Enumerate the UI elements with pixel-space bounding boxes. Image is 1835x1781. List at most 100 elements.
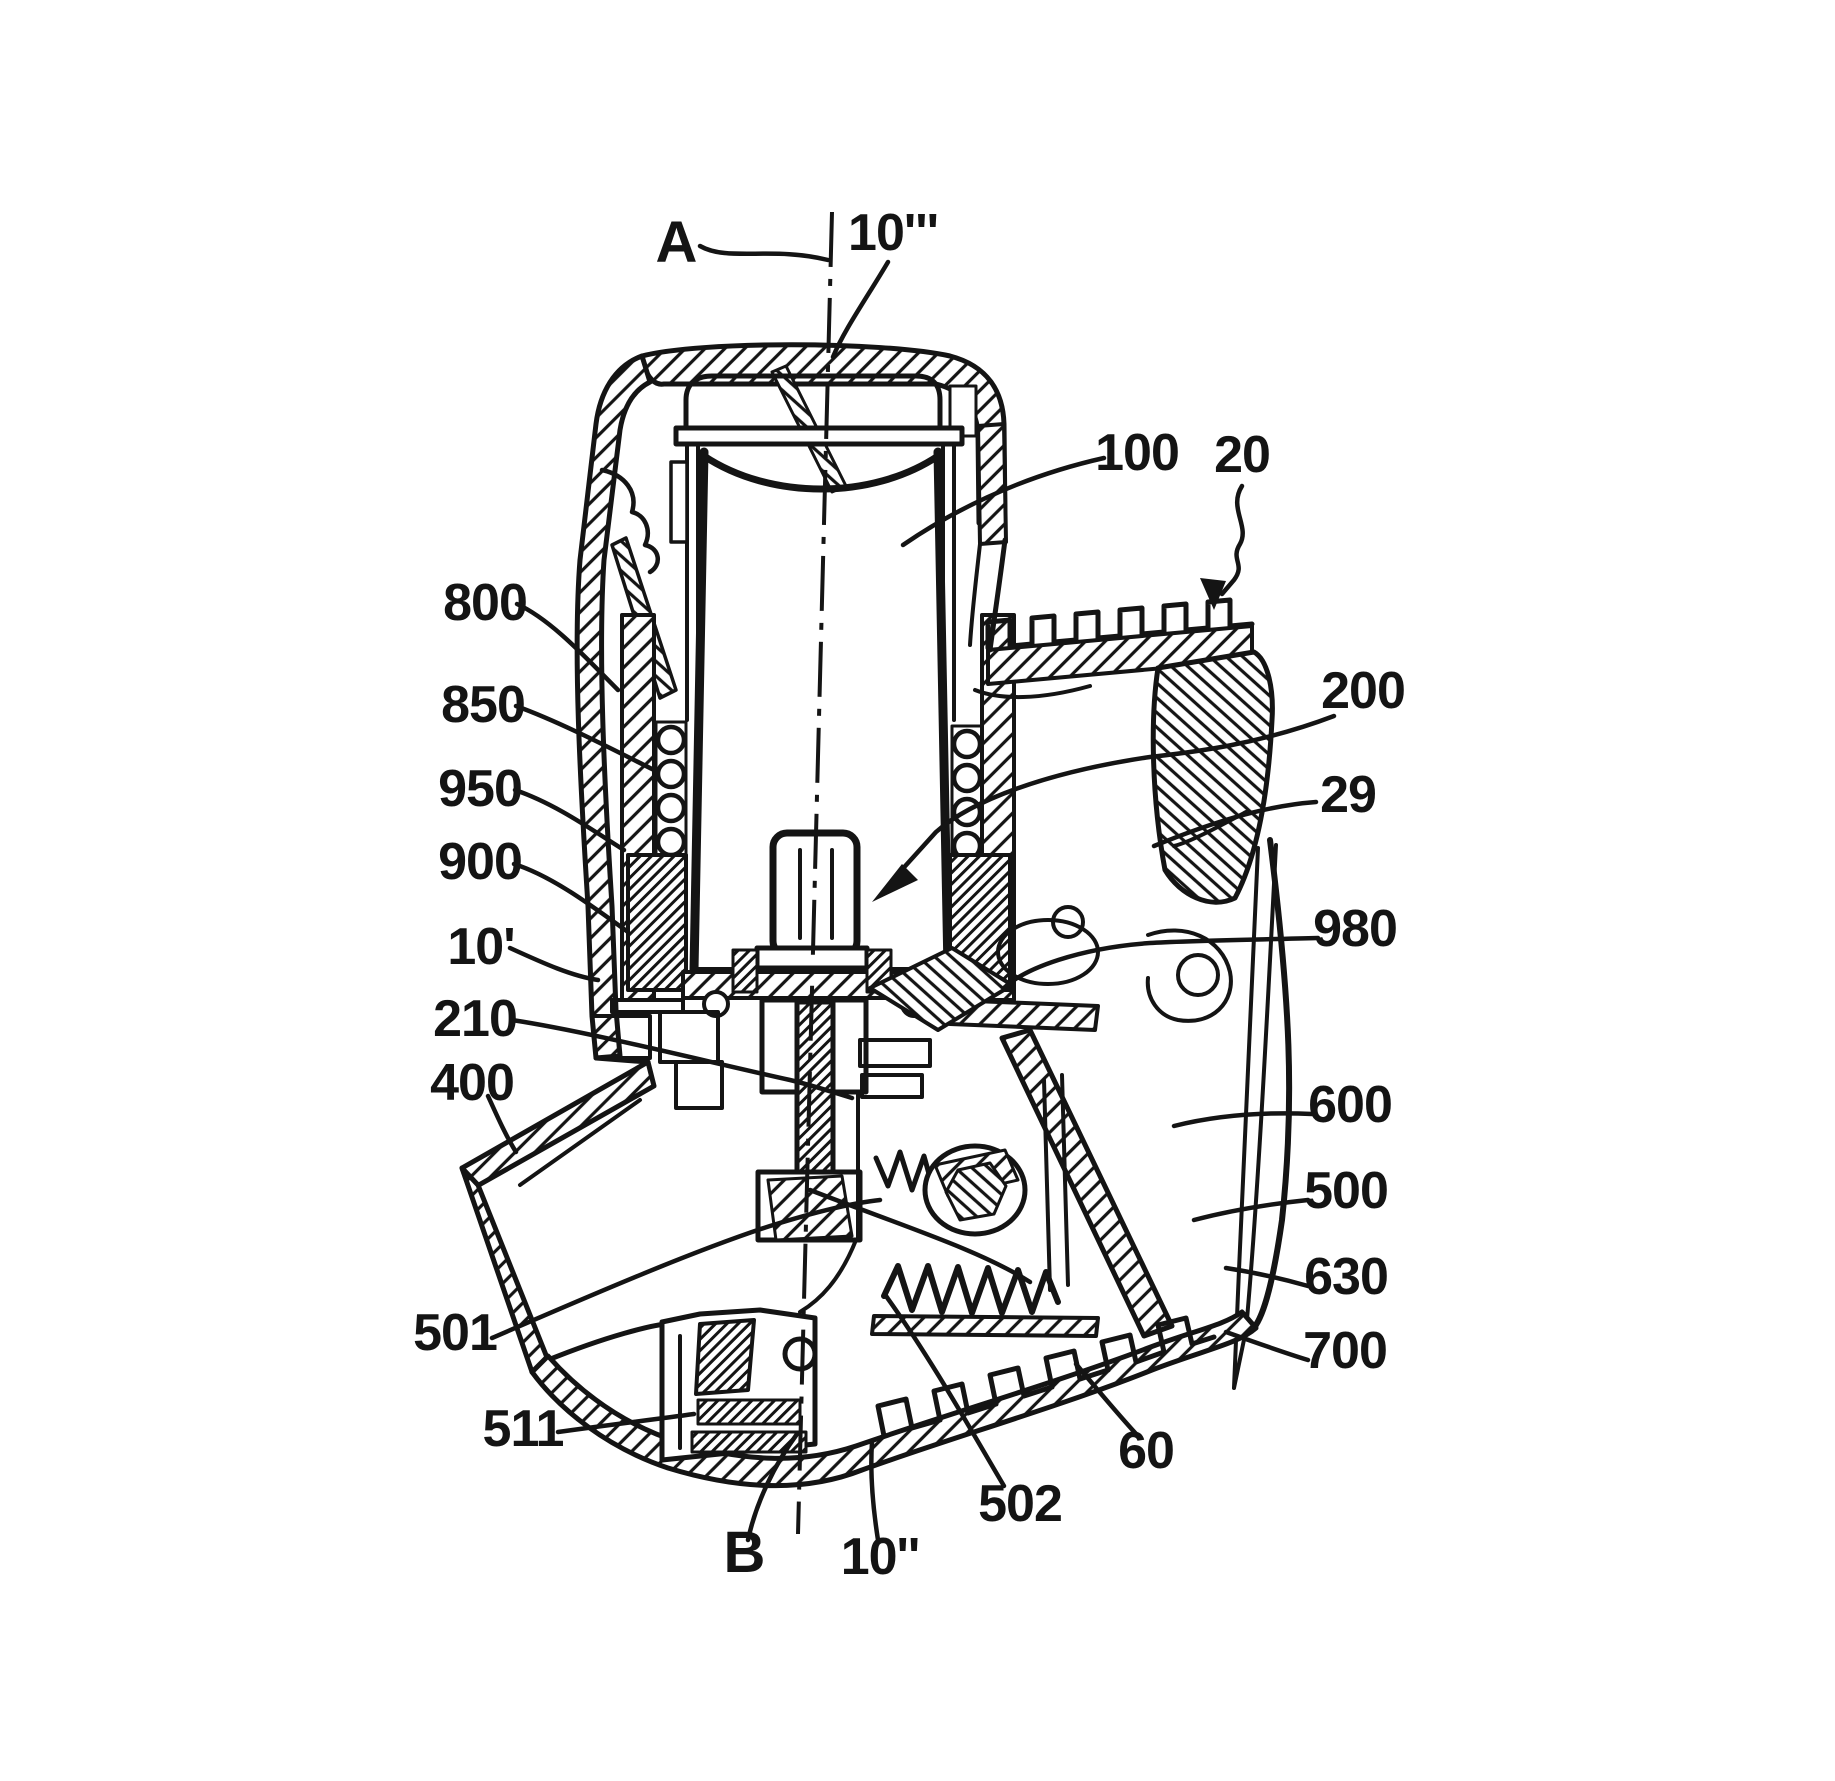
lever-arm-curve bbox=[807, 1187, 1033, 1285]
grip-block bbox=[1150, 649, 1275, 905]
leader-600 bbox=[1171, 1111, 1315, 1129]
spring-seat-bar bbox=[870, 1314, 1100, 1338]
holder-block-left bbox=[626, 853, 688, 992]
leader-lines bbox=[485, 243, 1337, 1543]
coil-spring-right bbox=[951, 728, 983, 862]
label-60: 60 bbox=[1118, 1422, 1174, 1480]
bottom-shell bbox=[529, 1309, 1259, 1489]
valve-slots bbox=[798, 848, 834, 940]
arrowhead-200 bbox=[872, 864, 918, 902]
shell-band bbox=[529, 1309, 1259, 1489]
axis-lines bbox=[796, 211, 834, 1535]
plug-ball bbox=[782, 1336, 818, 1372]
main-spring bbox=[881, 1263, 1061, 1316]
band-step-curve bbox=[973, 684, 1092, 700]
cup-flange bbox=[673, 425, 965, 447]
tube-inner-line bbox=[518, 1098, 642, 1187]
pawl-edge bbox=[798, 1090, 860, 1314]
label-980: 980 bbox=[1313, 900, 1397, 958]
plug-spring-b bbox=[690, 1430, 808, 1454]
band-connector-inner bbox=[968, 542, 982, 647]
band-connector bbox=[987, 537, 1008, 653]
leader-100 bbox=[900, 455, 1107, 548]
leader-800 bbox=[514, 601, 621, 693]
leader-10-triple bbox=[830, 259, 891, 360]
plug-core bbox=[694, 1318, 756, 1396]
canister-right-wall bbox=[933, 447, 953, 975]
cap-latch bbox=[599, 467, 660, 575]
label-10-double-prime: 10'' bbox=[841, 1528, 920, 1586]
label-850: 850 bbox=[441, 676, 525, 734]
label-10-triple-prime: 10''' bbox=[848, 204, 938, 262]
arrowhead-20 bbox=[1200, 578, 1226, 610]
coil-spring-left bbox=[655, 724, 687, 858]
leader-630 bbox=[1223, 1265, 1311, 1289]
leader-501 bbox=[489, 1197, 883, 1341]
support-block-b bbox=[674, 1060, 724, 1110]
cap-right-wall bbox=[976, 422, 1008, 546]
valve-assembly bbox=[610, 829, 1100, 1314]
valve-seal-left bbox=[731, 948, 759, 994]
leader-700 bbox=[1223, 1329, 1311, 1363]
label-900: 900 bbox=[438, 833, 522, 891]
label-10-prime: 10' bbox=[447, 918, 514, 976]
canister-left-wall bbox=[689, 447, 709, 975]
leader-10-double bbox=[869, 1439, 881, 1543]
leader-b bbox=[745, 1431, 800, 1543]
canister-top-dome bbox=[700, 452, 942, 493]
leader-400 bbox=[485, 1093, 519, 1155]
tube-lower-line bbox=[545, 1321, 668, 1363]
cup-slot bbox=[669, 460, 689, 544]
label-630: 630 bbox=[1304, 1248, 1388, 1306]
leader-500 bbox=[1191, 1197, 1311, 1223]
leader-200 bbox=[895, 713, 1337, 877]
leader-511 bbox=[555, 1411, 697, 1435]
leader-950 bbox=[512, 787, 627, 853]
shell-ratchet-teeth bbox=[875, 1315, 1217, 1439]
follower-rod bbox=[1042, 1073, 1070, 1292]
leader-502 bbox=[883, 1293, 1007, 1489]
actuator-mechanism bbox=[807, 905, 1233, 1339]
leader-60 bbox=[1073, 1361, 1141, 1439]
linkage-claw bbox=[1145, 928, 1233, 1023]
leader-900 bbox=[511, 861, 631, 935]
label-600: 600 bbox=[1308, 1076, 1392, 1134]
outer-right-wall bbox=[1249, 837, 1293, 1333]
bottom-plug bbox=[659, 1307, 818, 1463]
inner-wall-strip bbox=[1232, 843, 1278, 1390]
cap-top-wall bbox=[639, 342, 1008, 526]
ratchet-teeth-top bbox=[985, 597, 1255, 651]
label-400: 400 bbox=[430, 1054, 514, 1112]
linkage-roller bbox=[1176, 953, 1220, 997]
leader-a bbox=[697, 243, 831, 263]
linkage-pin bbox=[1051, 905, 1085, 939]
cam-hex bbox=[944, 1161, 1008, 1222]
label-axis-b: B bbox=[724, 1520, 765, 1585]
label-800: 800 bbox=[443, 574, 527, 632]
link-block-a bbox=[858, 1038, 932, 1068]
leader-980 bbox=[1001, 935, 1321, 991]
cap-tube-joint bbox=[593, 1055, 651, 1065]
small-spring bbox=[873, 1149, 937, 1195]
label-502: 502 bbox=[978, 1475, 1062, 1533]
label-100: 100 bbox=[1095, 424, 1179, 482]
center-axis-line bbox=[796, 211, 834, 1535]
ratchet-block bbox=[968, 537, 1293, 1390]
leader-20 bbox=[1219, 483, 1245, 597]
label-20: 20 bbox=[1214, 426, 1270, 484]
leader-10-prime bbox=[507, 945, 601, 983]
label-700: 700 bbox=[1303, 1322, 1387, 1380]
label-axis-a: A bbox=[656, 210, 697, 275]
leader-29 bbox=[1151, 799, 1319, 849]
link-block-b bbox=[860, 1073, 924, 1099]
leader-210 bbox=[509, 1017, 855, 1101]
cup-upper-rim bbox=[683, 373, 943, 433]
nozzle-wedge bbox=[766, 1174, 854, 1242]
reference-labels: A 10''' 100 20 200 29 980 600 500 630 70… bbox=[413, 204, 1406, 1586]
plug-spring-a bbox=[696, 1398, 802, 1426]
inner-cup bbox=[669, 373, 965, 722]
label-511: 511 bbox=[483, 1400, 564, 1458]
label-210: 210 bbox=[433, 990, 517, 1048]
